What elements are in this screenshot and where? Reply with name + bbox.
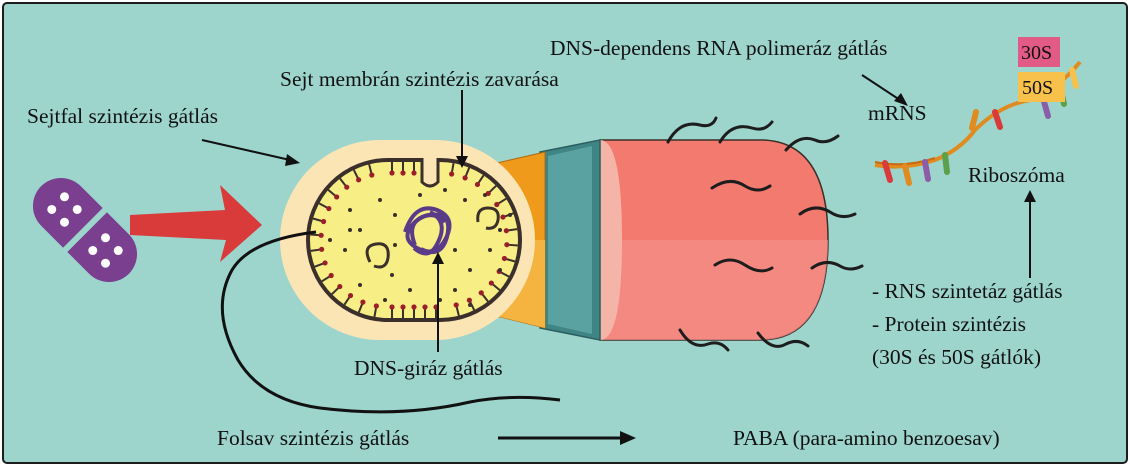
pink-outer-layer — [575, 140, 828, 340]
label-folate-synthesis: Folsav szintézis gátlás — [217, 426, 409, 450]
label-paba: PABA (para-amino benzoesav) — [733, 426, 1000, 450]
label-membrane-synthesis: Sejt membrán szintézis zavarása — [280, 67, 559, 91]
tag-50s: 50S — [1022, 77, 1053, 99]
label-ribosome: Riboszóma — [968, 163, 1065, 187]
label-protein-inhibitors: (30S és 50S gátlók) — [872, 345, 1041, 369]
tag-30s: 30S — [1021, 42, 1052, 64]
label-rns-synthetase: - RNS szintetáz gátlás — [872, 279, 1062, 303]
bacterium-icon — [280, 118, 862, 350]
label-cell-wall-synthesis: Sejtfal szintézis gátlás — [27, 104, 218, 128]
label-rna-polymerase: DNS-dependens RNA polimeráz gátlás — [550, 36, 887, 60]
label-dna-gyrase: DNS-giráz gátlás — [354, 356, 503, 380]
label-mrna: mRNS — [868, 101, 927, 125]
label-protein-synthesis: - Protein szintézis — [872, 312, 1026, 336]
